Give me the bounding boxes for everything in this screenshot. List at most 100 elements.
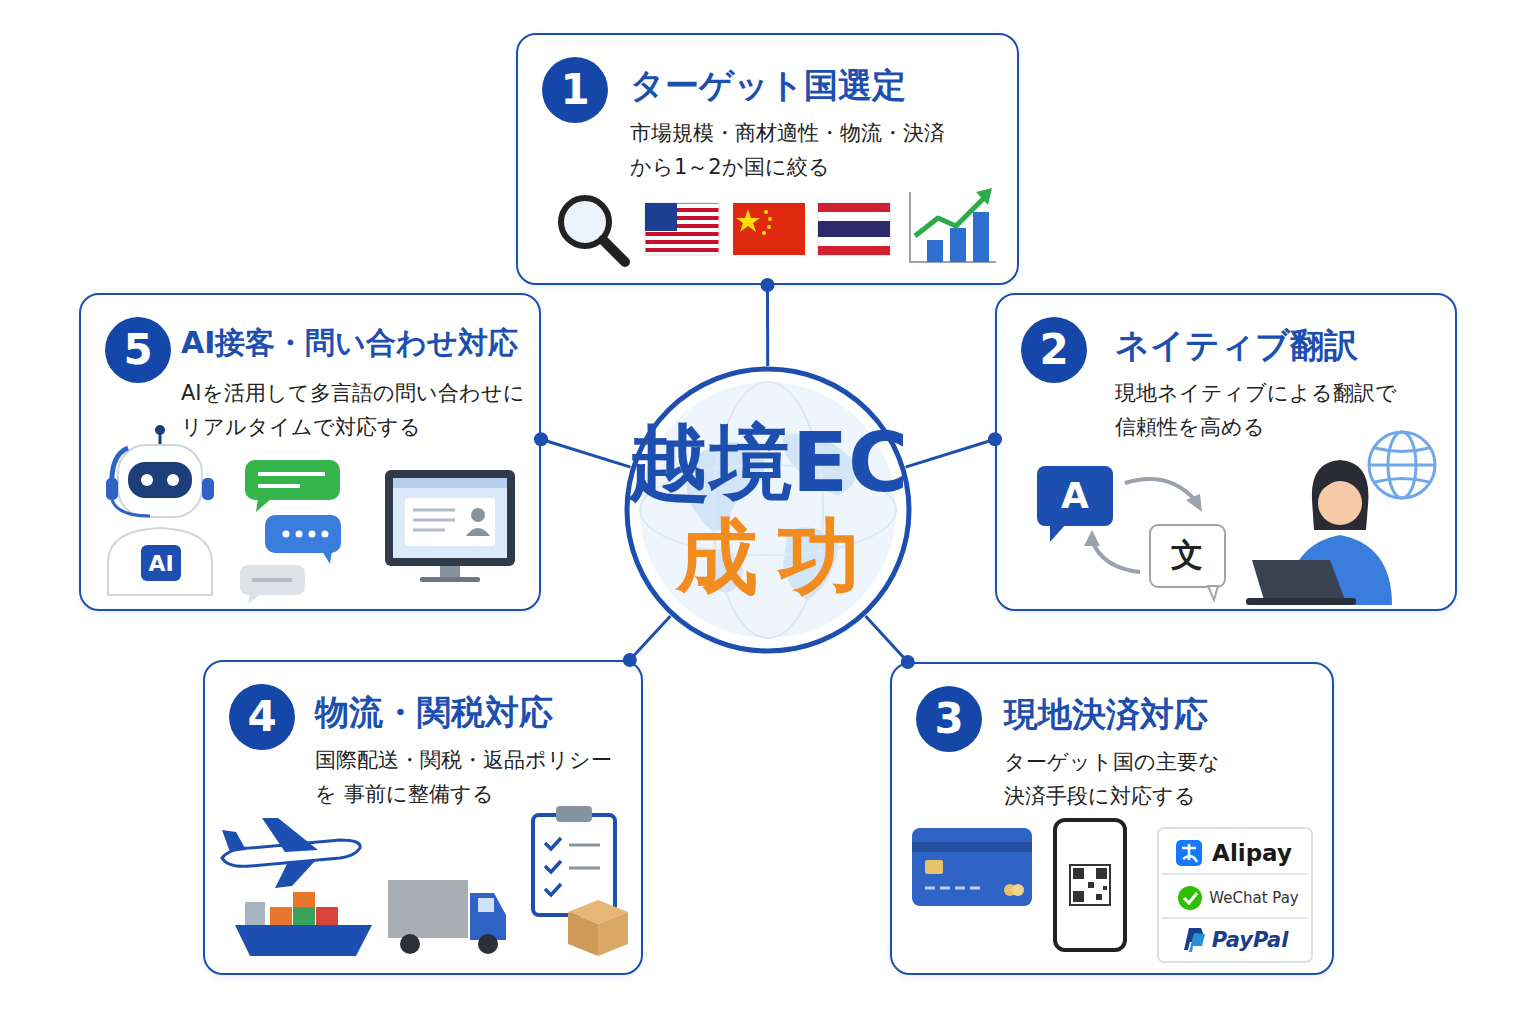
translate-icon-letter: A — [1061, 475, 1089, 516]
step-title: ターゲット国選定 — [630, 65, 906, 106]
step-title: 現地決済対応 — [1004, 694, 1208, 735]
payment-logo-panel-part — [1189, 933, 1205, 952]
translator-person-part — [1252, 560, 1345, 600]
china-flag-part — [767, 225, 771, 229]
connector — [761, 278, 775, 366]
credit-card-part — [925, 860, 943, 874]
payment-logo-panel-part — [1162, 917, 1308, 919]
ai-robot-part — [202, 478, 214, 500]
smartphone-qr-part — [1055, 820, 1125, 950]
step-description: AIを活用して多言語の問い合わせに リアルタイムで対応する — [181, 377, 529, 444]
target-language-bubble-part — [1208, 586, 1218, 600]
connector-line — [905, 439, 995, 467]
airplane-part — [222, 830, 246, 852]
translate-arrows-part — [1084, 530, 1100, 546]
globe-icon-part — [1375, 448, 1429, 452]
target-language-bubble-part — [1150, 525, 1225, 587]
step-box: 1ターゲット国選定市場規模・商材適性・物流・決済 から1～2か国に絞る — [516, 33, 1019, 285]
ai-robot-part — [112, 500, 150, 516]
parcel-box-part — [598, 912, 628, 956]
china-flag-part — [768, 217, 772, 221]
monitor-part — [420, 577, 480, 582]
payment-logo-panel-part — [1158, 828, 1312, 962]
globe-circle-part — [627, 369, 909, 651]
checklist-clipboard-part — [569, 844, 600, 847]
connector — [905, 432, 1002, 467]
growth-chart — [910, 188, 996, 262]
thailand-flag-part — [818, 203, 890, 255]
monitor-part — [440, 566, 460, 578]
payment-logo-panel — [1158, 828, 1312, 962]
step-number: 2 — [1021, 317, 1087, 383]
cargo-ship-part — [316, 907, 338, 925]
chat-bubbles — [240, 460, 341, 604]
growth-chart-part — [973, 212, 989, 262]
china-flag-part — [762, 231, 766, 235]
magnifier-icon — [561, 198, 625, 262]
cargo-ship-part — [293, 907, 315, 925]
chat-bubbles-part — [296, 531, 303, 538]
monitor-part — [413, 529, 445, 532]
translator-person — [1246, 460, 1392, 605]
connector-line — [865, 616, 907, 662]
globe-icon-part — [1369, 432, 1435, 498]
chat-bubbles-part — [309, 531, 316, 538]
growth-chart-part — [910, 192, 996, 262]
delivery-truck-part — [478, 934, 498, 954]
step-box: 4物流・関税対応国際配送・関税・返品ポリシーを 事前に整備する — [203, 660, 643, 975]
translate-arrows-part — [1125, 479, 1195, 500]
step-box: 5AI接客・問い合わせ対応AIを活用して多言語の問い合わせに リアルタイムで対応… — [79, 293, 541, 611]
payment-logo-panel-part — [1184, 893, 1197, 903]
smartphone-qr-part — [1088, 882, 1094, 888]
checklist-clipboard-part — [556, 806, 592, 822]
smartphone-qr-part — [1096, 868, 1107, 879]
monitor-part — [393, 478, 507, 488]
credit-card-part — [1012, 884, 1024, 896]
ai-robot-part — [155, 425, 165, 435]
china-flag — [733, 203, 805, 255]
us-flag-part — [645, 203, 677, 231]
credit-card-part — [912, 842, 1032, 852]
parcel-box-part — [568, 912, 598, 956]
china-flag-part — [736, 209, 760, 232]
credit-card-part — [912, 828, 1032, 906]
china-flag-part — [733, 203, 805, 255]
payment-logo-panel-part — [1178, 886, 1202, 910]
delivery-truck — [388, 880, 506, 954]
growth-chart-part — [976, 188, 992, 205]
step-title: AI接客・問い合わせ対応 — [181, 325, 518, 361]
monitor — [385, 470, 515, 582]
growth-chart-part — [950, 228, 966, 262]
globe-icon-part — [1375, 479, 1429, 483]
center-circle: 越境EC成功 — [623, 365, 913, 655]
step-title: 物流・関税対応 — [315, 692, 553, 733]
cargo-ship-part — [270, 907, 292, 925]
step-number: 1 — [542, 57, 608, 123]
monitor-part — [393, 478, 507, 558]
payment-logo: PayPal — [1212, 928, 1289, 952]
smartphone-qr-part — [1073, 868, 1084, 879]
connector — [623, 616, 671, 667]
step-number: 4 — [229, 684, 295, 750]
airplane — [222, 818, 360, 888]
china-flag-part — [764, 210, 768, 214]
globe-icon-part — [1369, 464, 1435, 467]
chat-bubbles-part — [245, 460, 340, 500]
checklist-clipboard-part — [533, 815, 615, 915]
connector-dot — [761, 278, 775, 292]
payment-logo-panel-part — [1176, 840, 1202, 866]
step-description: ターゲット国の主要な 決済手段に対応する — [1004, 746, 1224, 813]
target-language-bubble — [1150, 525, 1225, 600]
airplane-part — [275, 860, 316, 888]
payment-logo-panel-part — [1182, 844, 1197, 862]
ai-robot-part — [108, 528, 212, 595]
center-title: 越境EC — [628, 416, 908, 510]
thailand-flag-part — [818, 221, 890, 237]
ai-robot-part — [106, 478, 118, 500]
smartphone-qr-part — [1070, 865, 1110, 905]
monitor-part — [405, 498, 495, 546]
checklist-clipboard-part — [545, 838, 561, 895]
delivery-truck-part — [388, 880, 468, 938]
chat-bubbles-part — [240, 565, 305, 595]
